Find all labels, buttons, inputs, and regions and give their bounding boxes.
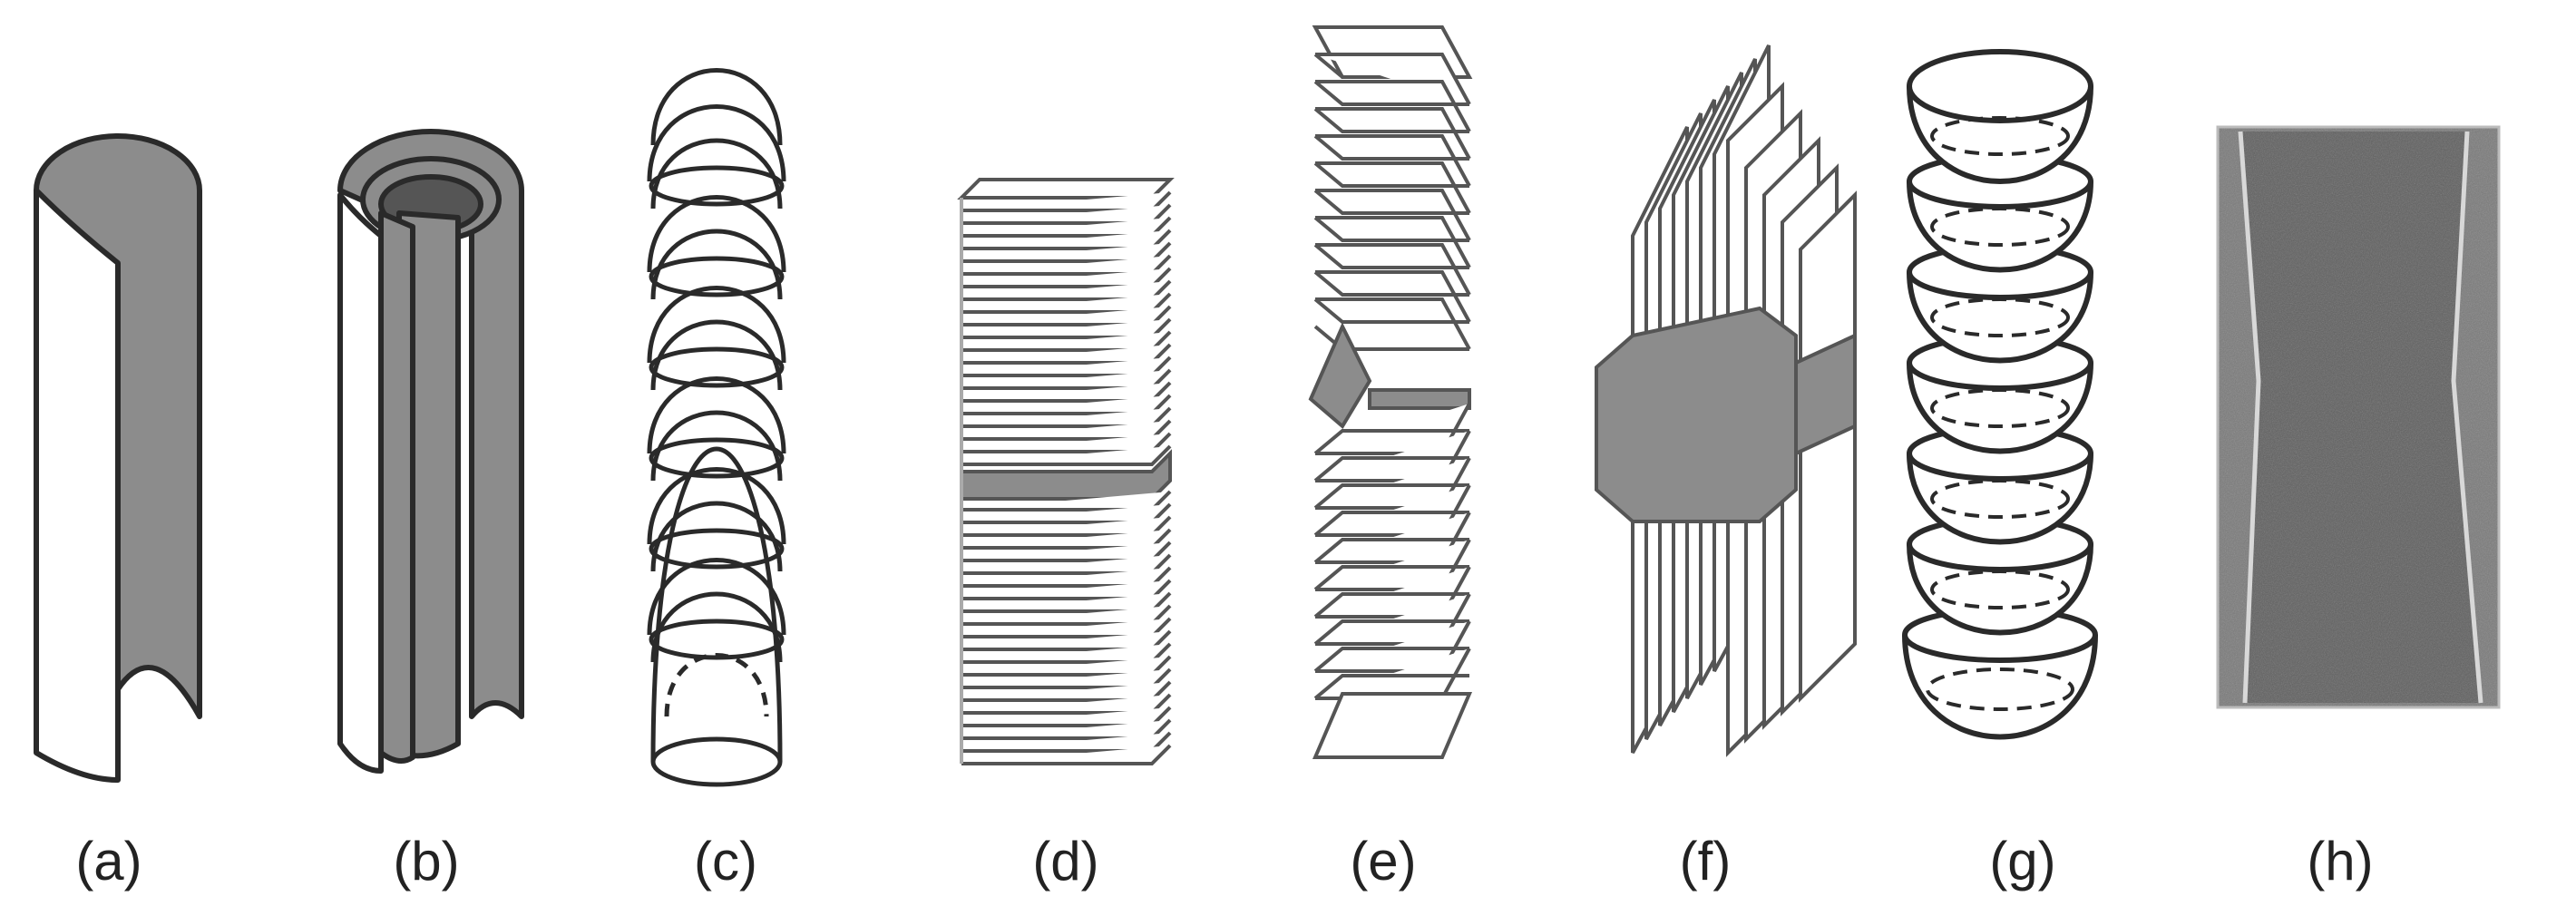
panel-label-e: (e) xyxy=(1350,831,1417,892)
panel-label-h: (h) xyxy=(2307,831,2374,892)
panel-label-d: (d) xyxy=(1032,831,1099,892)
panel-label-c: (c) xyxy=(694,831,757,892)
panel-label-b: (b) xyxy=(393,831,460,892)
stacked-cups-icon xyxy=(1902,49,2098,740)
stacked-cones-icon xyxy=(647,68,786,787)
sem-micrograph-image xyxy=(2216,125,2501,709)
multi-wall-scroll-icon xyxy=(337,129,524,774)
single-wall-scroll-icon xyxy=(34,133,202,783)
panel-label-f: (f) xyxy=(1679,831,1732,892)
ribbon-plates-icon xyxy=(1595,44,1857,757)
herringbone-stack-icon xyxy=(1308,25,1473,759)
panel-label-a: (a) xyxy=(75,831,142,892)
platelet-stack-icon xyxy=(957,178,1175,765)
panel-label-g: (g) xyxy=(1989,831,2056,892)
